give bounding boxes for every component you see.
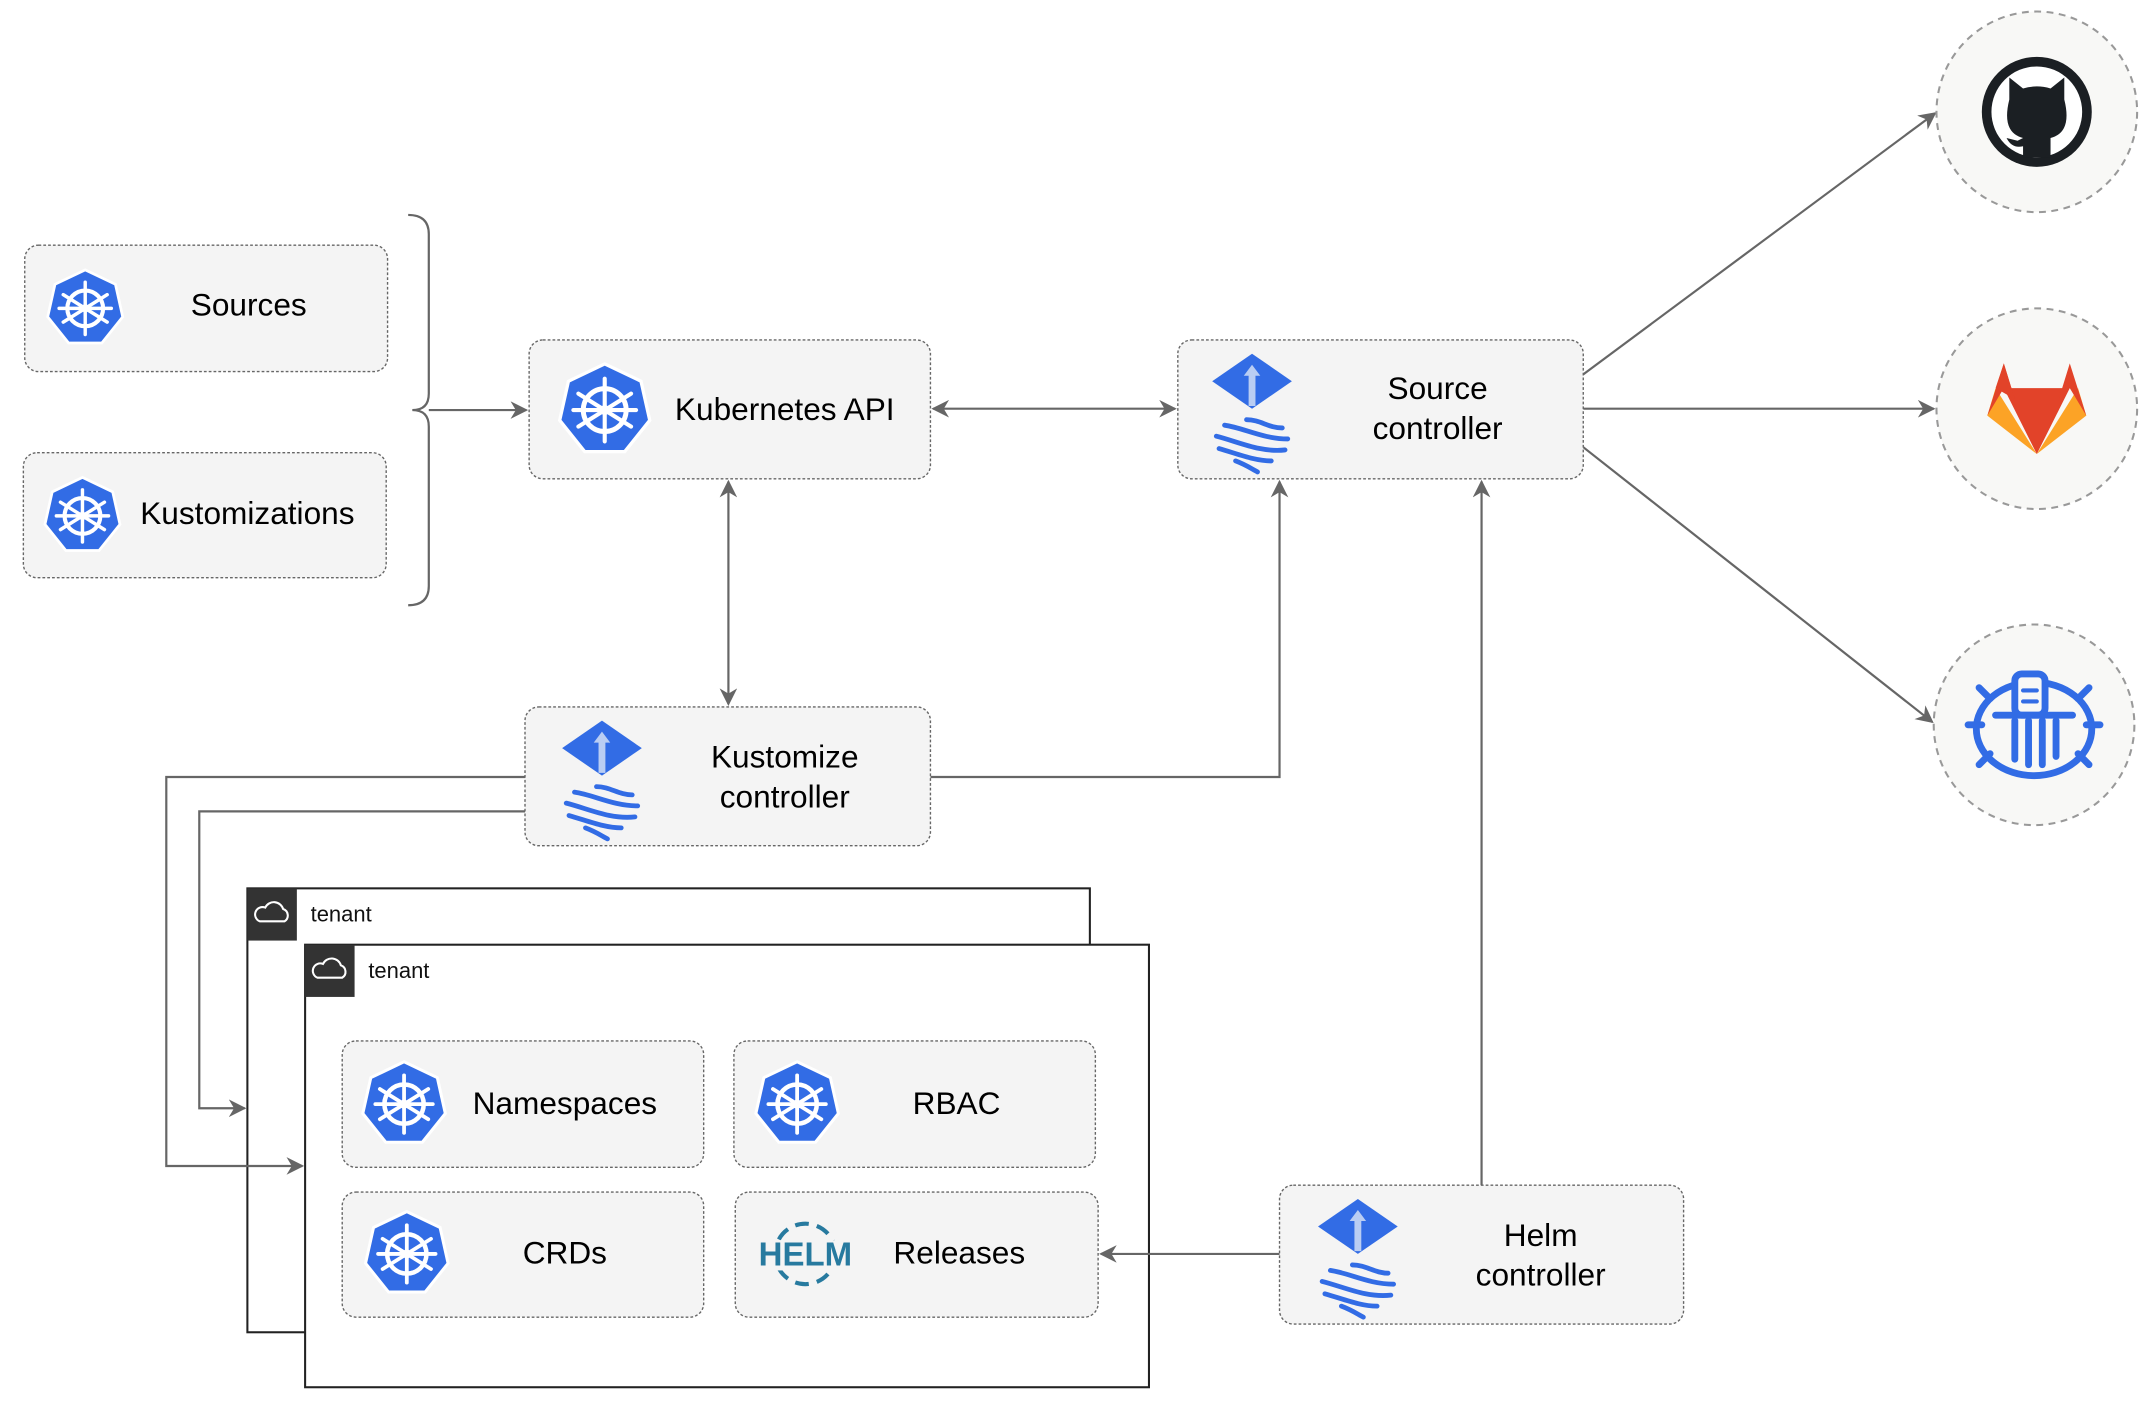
node-releases[interactable]: HELM Releases xyxy=(734,1191,1099,1318)
node-label: Kustomize xyxy=(711,739,859,775)
node-crds[interactable]: CRDs xyxy=(341,1191,705,1318)
node-kustomize-controller[interactable]: Kustomize controller xyxy=(524,706,932,847)
node-helm-controller[interactable]: Helm controller xyxy=(1278,1184,1685,1325)
bucket-icon xyxy=(1964,670,2104,780)
edge-source-to-bucket xyxy=(1582,446,1934,724)
tenant-label: tenant xyxy=(311,902,372,927)
node-label: Sources xyxy=(191,286,307,322)
gitlab-icon xyxy=(1987,363,2087,455)
edge-kustomize-to-source-controller xyxy=(930,479,1289,779)
node-source-controller[interactable]: Source controller xyxy=(1177,339,1584,480)
node-label: CRDs xyxy=(523,1235,607,1271)
node-label: controller xyxy=(720,778,850,814)
github-icon xyxy=(1981,56,2092,167)
node-rbac[interactable]: RBAC xyxy=(733,1040,1097,1169)
node-label: Kubernetes API xyxy=(675,391,895,427)
node-label: Kustomizations xyxy=(140,495,354,531)
node-kubernetes-api[interactable]: Kubernetes API xyxy=(528,339,932,480)
node-label: controller xyxy=(1373,410,1503,446)
brace xyxy=(408,213,430,607)
svg-text:HELM: HELM xyxy=(759,1235,852,1272)
node-namespaces[interactable]: Namespaces xyxy=(341,1040,705,1169)
tenant-label: tenant xyxy=(368,958,429,983)
node-label: Source xyxy=(1388,370,1488,406)
edge-kustomize-to-tenant-back xyxy=(198,810,526,1118)
helm-icon: HELM xyxy=(755,1221,855,1287)
bucket-source[interactable] xyxy=(1932,623,2136,827)
edge-source-to-github xyxy=(1582,112,1937,376)
node-label: RBAC xyxy=(913,1085,1001,1121)
github-source[interactable] xyxy=(1935,10,2139,214)
node-label: Namespaces xyxy=(473,1085,657,1121)
gitlab-source[interactable] xyxy=(1935,307,2139,511)
node-sources[interactable]: Sources xyxy=(24,244,389,373)
node-label: Helm xyxy=(1504,1217,1578,1253)
node-label: Releases xyxy=(893,1235,1025,1271)
edge-kustomize-to-tenant-front xyxy=(165,775,526,1175)
node-label: controller xyxy=(1476,1257,1606,1293)
node-kustomizations[interactable]: Kustomizations xyxy=(22,451,387,579)
